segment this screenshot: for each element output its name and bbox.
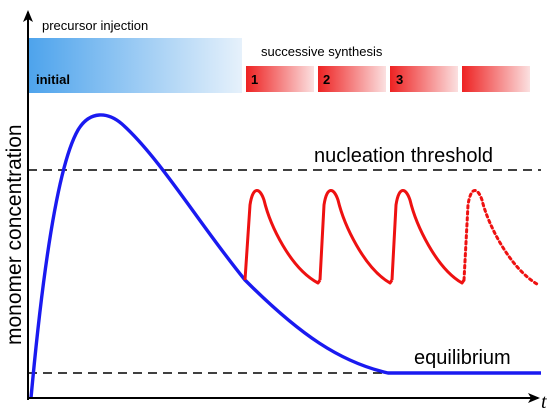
y-axis-label: monomer concentration bbox=[3, 124, 26, 345]
synthesis-bar-4 bbox=[462, 66, 530, 92]
initial-label: initial bbox=[36, 72, 70, 87]
synthesis-curve-3 bbox=[390, 189, 466, 285]
synthesis-bar-1 bbox=[246, 66, 314, 92]
synthesis-curve-1 bbox=[243, 189, 322, 285]
synthesis-curve-4-dotted bbox=[462, 189, 539, 286]
precursor-injection-label: precursor injection bbox=[42, 18, 148, 33]
synthesis-step-3-label: 3 bbox=[396, 72, 403, 87]
precursor-injection-bar bbox=[28, 38, 242, 93]
synthesis-step-1-label: 1 bbox=[251, 72, 258, 87]
synthesis-step-2-label: 2 bbox=[323, 72, 330, 87]
synthesis-bar-2 bbox=[318, 66, 386, 92]
initial-concentration-curve bbox=[29, 113, 541, 399]
nucleation-threshold-label: nucleation threshold bbox=[314, 145, 493, 167]
synthesis-bar-3 bbox=[390, 66, 458, 92]
synthesis-curve-2 bbox=[318, 189, 394, 285]
x-axis-label: t bbox=[541, 391, 547, 412]
successive-synthesis-label: successive synthesis bbox=[261, 44, 383, 59]
equilibrium-label: equilibrium bbox=[414, 347, 511, 369]
